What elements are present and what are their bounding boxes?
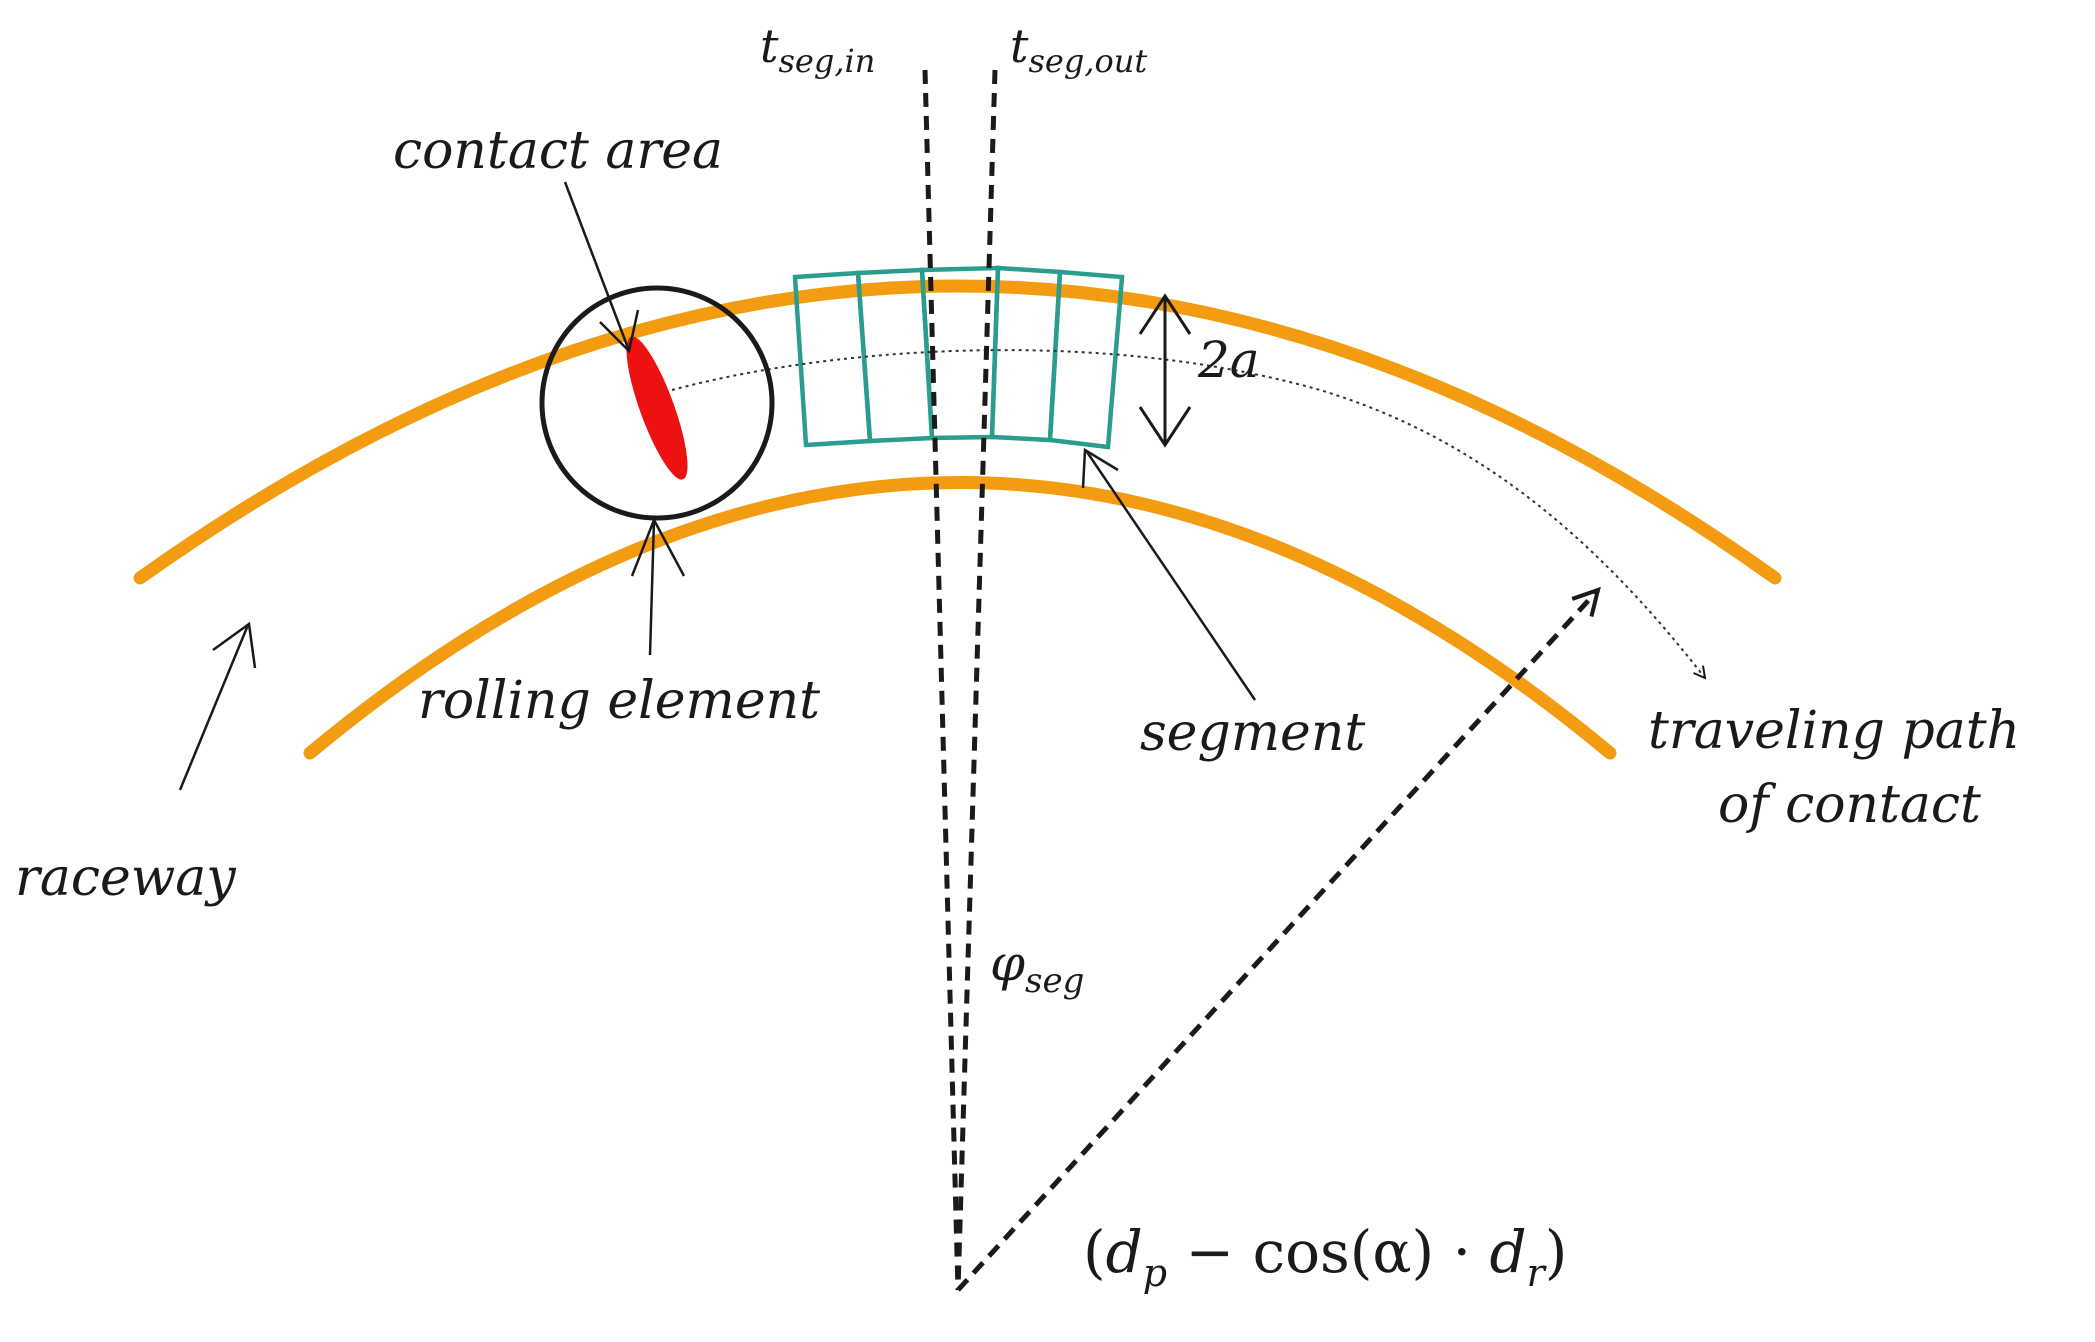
label-raceway: raceway <box>15 848 236 908</box>
radial-dashed-lines <box>922 69 1598 1292</box>
radius-dashed-arrow <box>956 590 1598 1292</box>
rolling-element-circle <box>539 285 775 521</box>
segment-blocks <box>792 265 1125 450</box>
label-contact-area: contact area <box>393 121 723 181</box>
label-traveling-path-2: of contact <box>1718 775 1981 835</box>
label-rolling-element: rolling element <box>418 671 820 731</box>
segment-block <box>1047 269 1125 450</box>
outer-raceway-arc <box>133 279 1782 585</box>
label-segment: segment <box>1140 703 1365 763</box>
label-2a: 2a <box>1197 331 1260 389</box>
label-phi-seg: φseg <box>990 934 1084 1001</box>
contact-area-ellipse <box>626 336 688 480</box>
segment-leader <box>1085 451 1257 701</box>
label-radius-formula: (dp − cos(α) · dr) <box>1083 1218 1567 1295</box>
label-traveling-path-1: traveling path <box>1648 701 2020 761</box>
t-seg-in-line <box>922 69 961 1291</box>
label-t-seg-out: tseg,out <box>1010 19 1147 80</box>
raceway-leader <box>178 624 250 791</box>
rolling-element-leader <box>648 519 656 656</box>
inner-raceway-arc <box>303 476 1617 760</box>
t-seg-out-line <box>955 69 998 1291</box>
leader-lines <box>178 181 1257 791</box>
label-t-seg-in: tseg,in <box>760 19 875 80</box>
two-a-dimension-arrow <box>1138 293 1192 448</box>
contact-area-leader <box>563 181 630 349</box>
